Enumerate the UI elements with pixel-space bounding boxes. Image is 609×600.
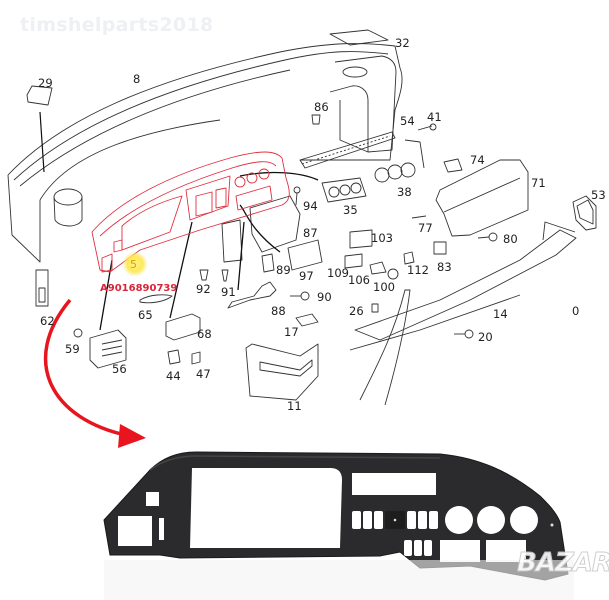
callout-label: 92 [196, 282, 211, 296]
callout-label: 106 [348, 273, 370, 287]
callout-label: 20 [478, 330, 493, 344]
callout-label: 59 [65, 342, 80, 356]
callout-label: 53 [591, 188, 606, 202]
highlighted-panel-outline [91, 151, 290, 273]
callout-label: 68 [197, 327, 212, 341]
callout-label: 80 [503, 232, 518, 246]
watermark-text: timshelparts2018 [20, 14, 214, 36]
callout-label: 14 [493, 307, 508, 321]
highlight-callout-number: 5 [130, 258, 137, 271]
callout-label: 74 [470, 153, 485, 167]
callout-label: 17 [284, 325, 299, 339]
callout-label: 26 [349, 304, 364, 318]
callout-label: 87 [303, 226, 318, 240]
callout-label: 29 [38, 76, 53, 90]
callout-label: 112 [407, 263, 429, 277]
callout-label: 97 [299, 269, 314, 283]
callout-label: 94 [303, 199, 318, 213]
marketplace-logo: BAZAR [517, 548, 609, 579]
callout-label: 65 [138, 308, 153, 322]
dashboard-panel-photo [103, 451, 574, 600]
callout-label: 11 [287, 399, 302, 413]
highlight-callout-marker [123, 252, 147, 276]
callout-label: 35 [343, 203, 358, 217]
callout-label: 8 [133, 72, 141, 86]
callout-label: 62 [40, 314, 55, 328]
callout-label: 103 [371, 231, 393, 245]
callout-label: 88 [271, 304, 286, 318]
callout-label: 109 [327, 266, 349, 280]
callout-label: 47 [196, 367, 211, 381]
callout-label: 0 [572, 304, 580, 318]
callout-label: 71 [531, 176, 546, 190]
callout-label: 77 [418, 221, 433, 235]
callout-label: 89 [276, 263, 291, 277]
callout-label: 56 [112, 362, 127, 376]
callout-label: 83 [437, 260, 452, 274]
callout-label: 91 [221, 285, 236, 299]
callout-label: 90 [317, 290, 332, 304]
callout-label: 38 [397, 185, 412, 199]
red-curved-arrow [43, 298, 146, 448]
callout-label: 32 [395, 36, 410, 50]
callout-label: 41 [427, 110, 442, 124]
callout-label: 44 [166, 369, 181, 383]
callout-label: 86 [314, 100, 329, 114]
callout-label: 100 [373, 280, 395, 294]
callout-label: 54 [400, 114, 415, 128]
part-number-label: A9016890739 [100, 283, 178, 294]
